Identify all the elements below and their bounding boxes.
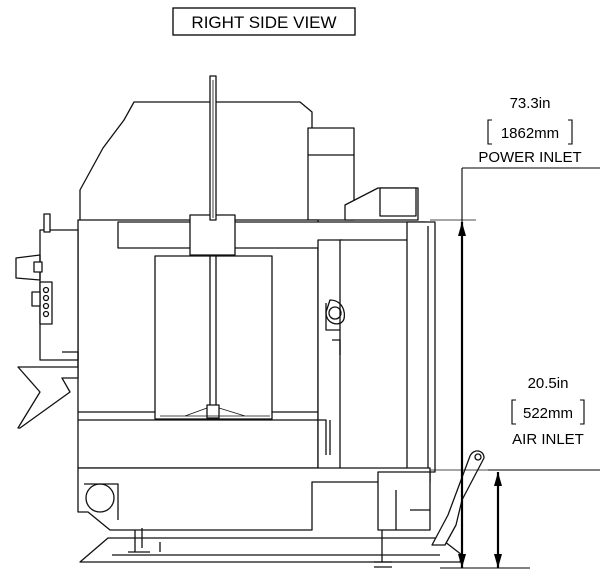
air-inlet-metric: 522mm [523,405,573,422]
air-inlet-dimension: 20.5in 522mm AIR INLET [440,375,600,569]
view-title: RIGHT SIDE VIEW [172,7,356,36]
tool-changer [325,299,346,355]
rear-base-block [377,471,431,531]
rear-cabinet [406,221,436,473]
spindle-shaft [209,255,217,405]
foot-left [128,528,150,553]
view-title-text: RIGHT SIDE VIEW [191,13,336,32]
door-window [154,255,273,420]
power-inlet-imperial: 73.3in [510,95,551,112]
air-inlet-label: AIR INLET [512,431,584,448]
machine-side-view [15,75,485,568]
lower-column-left [318,419,331,455]
foot-right [374,530,392,568]
power-inlet-metric: 1862mm [501,125,559,142]
table-line [160,407,270,417]
power-box [379,187,417,217]
rear-enclosure [339,239,409,473]
power-inlet-label: POWER INLET [478,149,581,166]
machine-base [77,467,463,568]
air-inlet-arm [431,450,485,546]
skid [79,537,463,563]
spindle-block [189,214,236,256]
spindle-tip [206,404,220,419]
control-pendant [15,213,79,361]
power-inlet-metric-group: 1862mm [487,119,573,145]
air-inlet-imperial: 20.5in [528,375,569,392]
head-housing [79,101,313,223]
chip-shelf [17,351,79,429]
power-inlet-dimension: 73.3in 1862mm POWER INLET [430,95,600,568]
air-inlet-metric-group: 522mm [511,399,585,425]
